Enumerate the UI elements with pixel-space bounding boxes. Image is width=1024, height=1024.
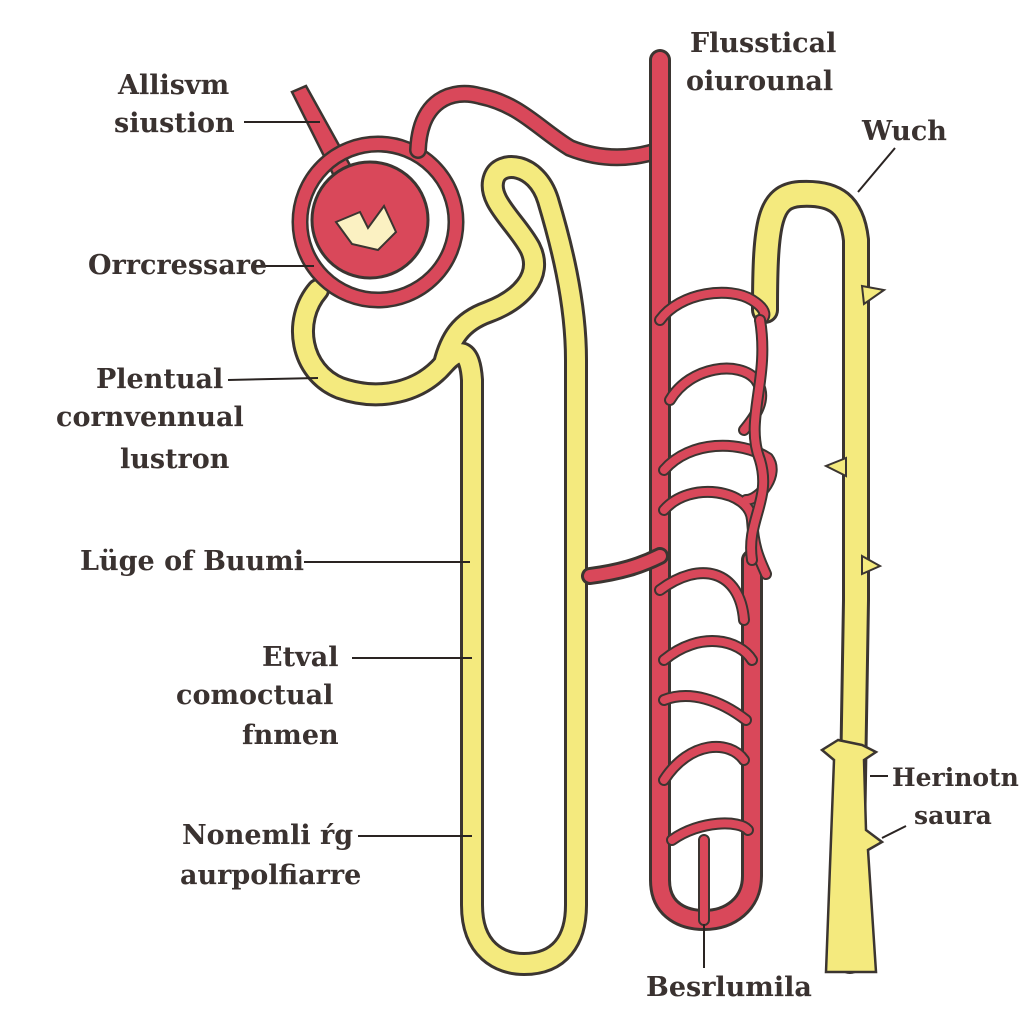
duct-spur: [826, 458, 846, 476]
label-duct-line1: Herinotn: [892, 763, 1019, 792]
label-glomerulus: Orrcressare: [88, 250, 267, 281]
label-distal-line3: fnmen: [242, 720, 339, 751]
label-collecting-line1: Nonemli ŕg: [182, 820, 353, 851]
label-wuch: Wuch: [861, 116, 947, 147]
label-proximal-line1: Plentual: [96, 364, 223, 395]
label-collecting-line2: aurpolfiarre: [180, 860, 361, 891]
label-efferent-line1: Flusstical: [690, 28, 836, 59]
leader-proximal: [228, 378, 318, 380]
label-duct-line2: saura: [914, 801, 992, 830]
duct-spur: [862, 286, 884, 304]
duct-base: [822, 740, 882, 972]
label-distal-line2: comoctual: [176, 680, 333, 711]
label-proximal-line3: lustron: [120, 444, 230, 475]
label-efferent-line2: oiurounal: [686, 66, 833, 97]
label-proximal-line2: cornvennual: [56, 402, 244, 433]
glomerulus: [312, 162, 428, 278]
label-loop: Lüge of Buumi: [80, 546, 304, 577]
duct-spur: [862, 556, 880, 574]
label-vasa: Besrlumila: [646, 972, 812, 1003]
label-afferent-line1: Allisvm: [117, 70, 229, 101]
leader-duct-2: [882, 826, 906, 838]
label-distal-line1: Etval: [262, 642, 339, 673]
label-afferent-line2: siustion: [114, 108, 235, 139]
leader-wuch: [858, 148, 895, 192]
